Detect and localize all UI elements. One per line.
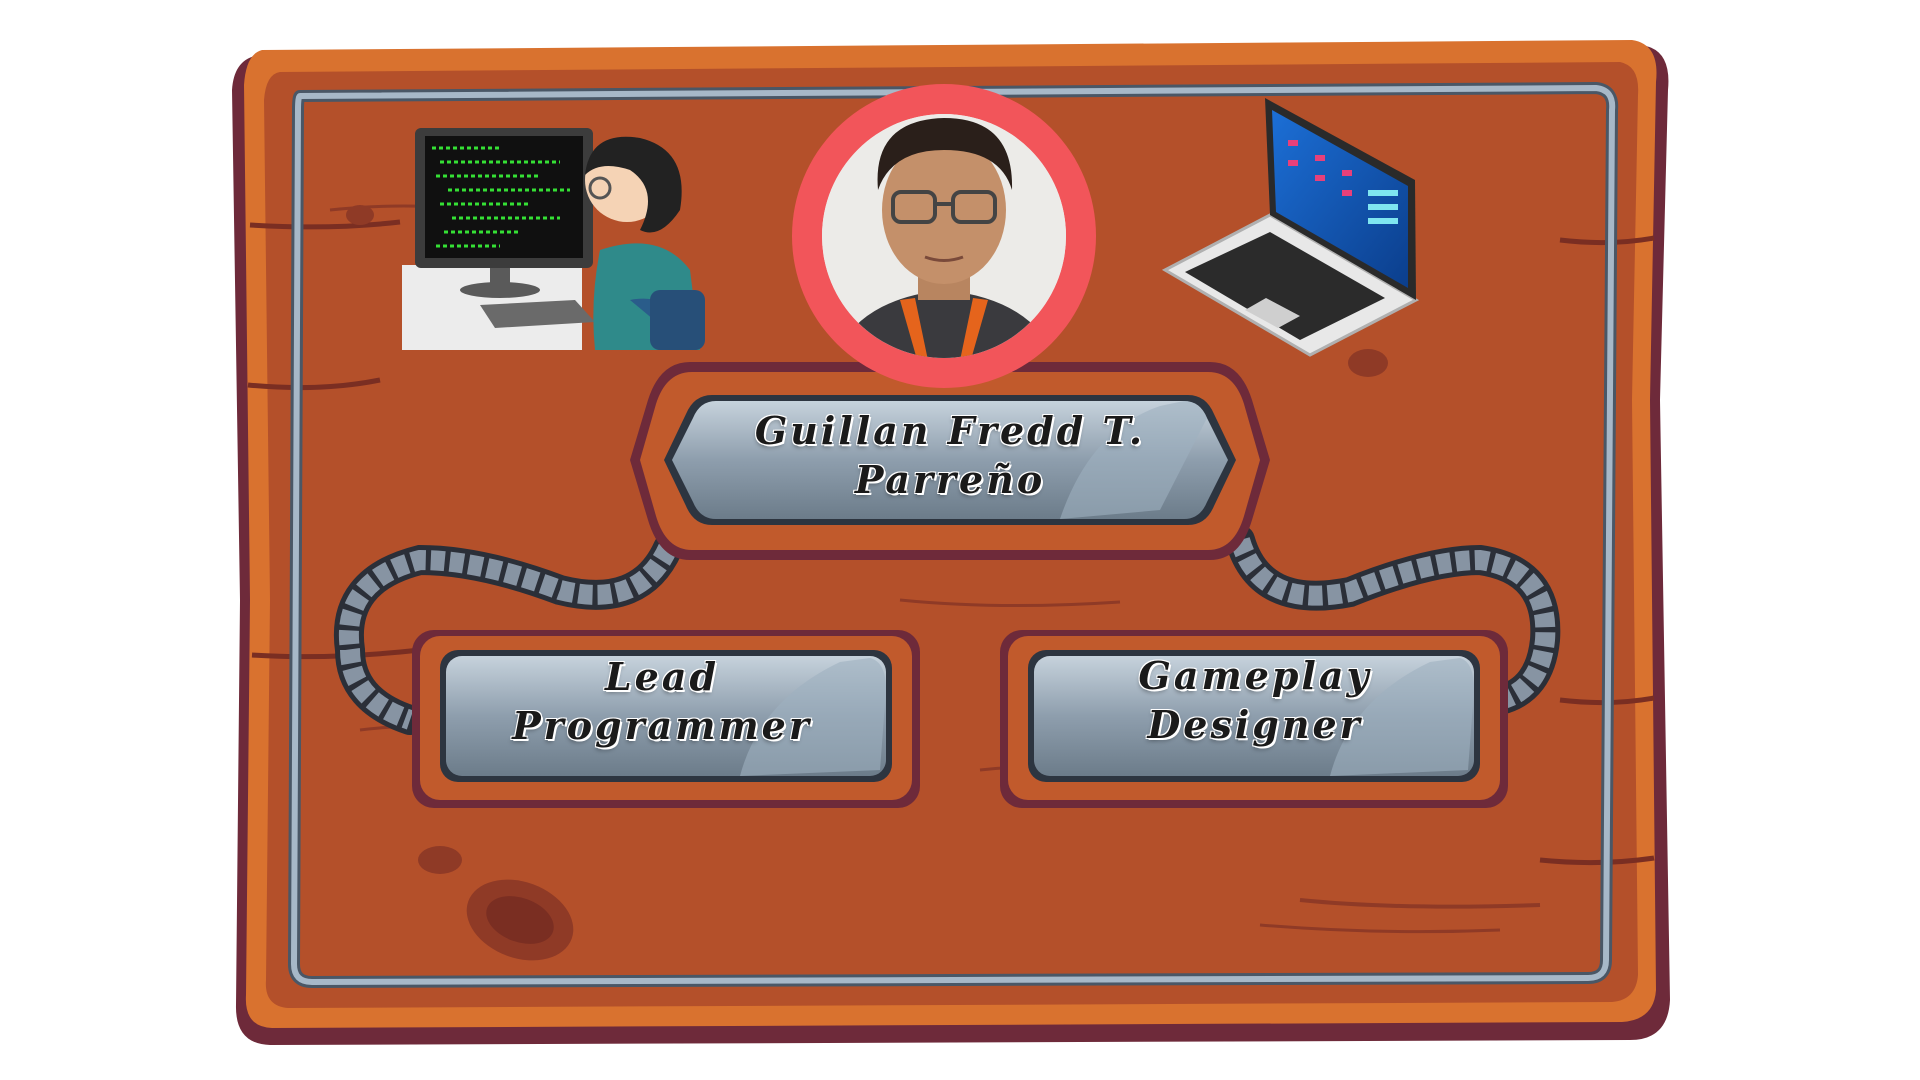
laptop-icon: [1161, 98, 1420, 357]
person-portrait-icon: [792, 84, 1096, 388]
person-name: Guillan Fredd T. Parreño: [754, 407, 1146, 502]
programmer-at-computer-icon: [402, 128, 705, 350]
role-plate-gameplay-designer: [1000, 630, 1508, 808]
role-label-line: Lead Programmer: [512, 653, 812, 748]
connector-right: [1225, 525, 1561, 715]
role-label-line: Gameplay: [1138, 652, 1372, 698]
connector-left: [333, 533, 683, 735]
role-label-line: Designer: [1147, 702, 1363, 747]
role-plate-lead-programmer: [412, 630, 920, 808]
role-label-lead-programmer: Lead Programmer: [452, 654, 872, 748]
name-plate: [630, 362, 1270, 560]
role-label-gameplay-designer: Gameplay Designer: [1045, 645, 1465, 755]
